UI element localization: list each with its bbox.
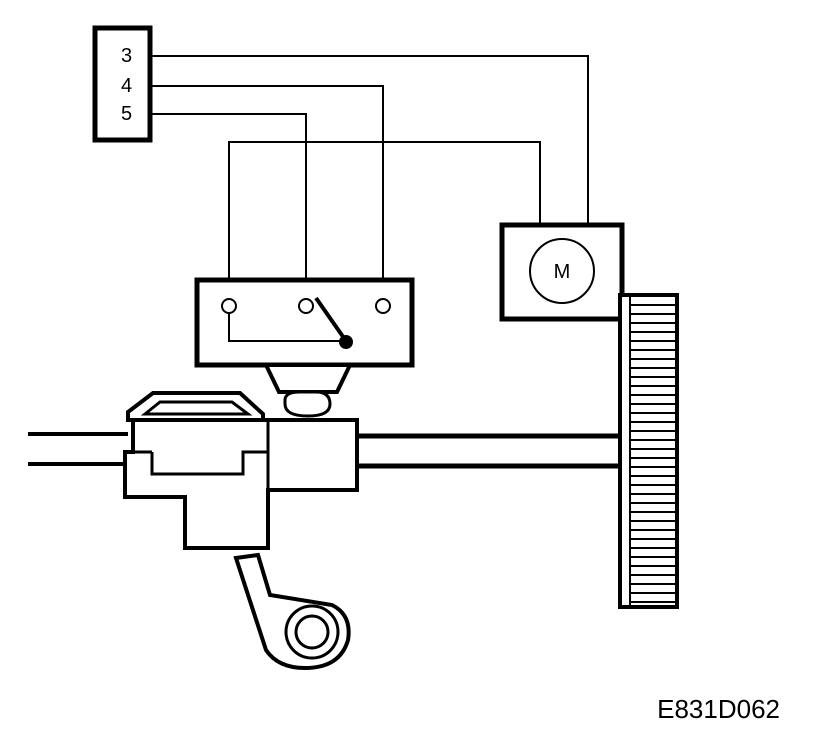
actuator-body bbox=[123, 418, 359, 550]
switch-terminal-left bbox=[221, 298, 237, 314]
switch-contact-pivot bbox=[339, 335, 353, 349]
switch-terminal-right bbox=[375, 298, 391, 314]
switch-plunger-tip bbox=[283, 390, 332, 418]
motor-label: M bbox=[554, 261, 571, 283]
switch-plunger-base bbox=[262, 363, 354, 394]
motor: M bbox=[499, 222, 625, 322]
connector: 3 4 5 bbox=[92, 25, 153, 143]
motor-symbol bbox=[529, 238, 595, 304]
switch-internal-wire bbox=[228, 313, 340, 342]
limit-switch bbox=[194, 277, 415, 418]
wire-pin-4 bbox=[150, 85, 384, 300]
switch-terminal-middle bbox=[298, 298, 314, 314]
wiring bbox=[150, 55, 589, 300]
connector-pin-3-label: 3 bbox=[121, 45, 132, 67]
wire-switch-to-motor bbox=[228, 141, 541, 300]
switch-contact-arm bbox=[314, 296, 348, 343]
wire-pin-5 bbox=[150, 113, 307, 300]
gear-wheel bbox=[618, 293, 679, 609]
switch-housing bbox=[194, 277, 415, 368]
connector-housing bbox=[92, 25, 153, 143]
gear-teeth bbox=[630, 304, 677, 603]
shaft bbox=[28, 432, 622, 469]
wire-pin-3 bbox=[150, 55, 589, 250]
lever-pivot-inner bbox=[294, 614, 330, 650]
figure-code: E831D062 bbox=[657, 694, 780, 724]
connector-pin-4-label: 4 bbox=[121, 75, 132, 97]
actuator-assembly bbox=[123, 391, 359, 671]
connector-pin-5-label: 5 bbox=[121, 103, 132, 125]
